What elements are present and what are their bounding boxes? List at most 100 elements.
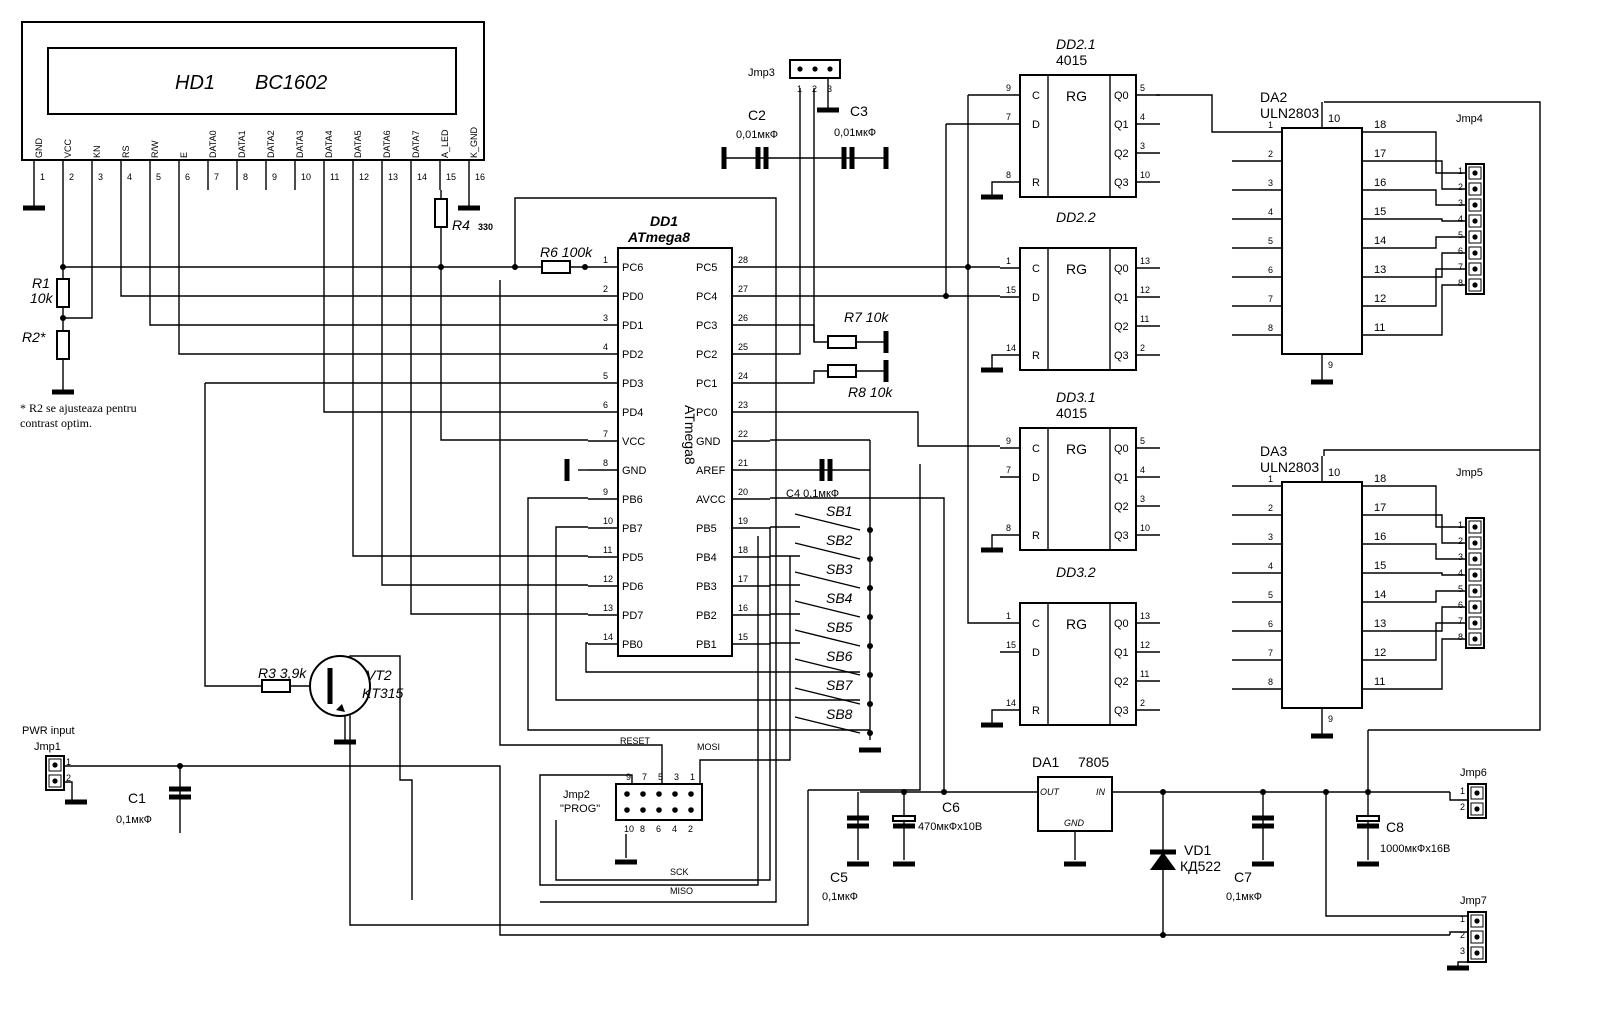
mcu-pin-number: 10 <box>603 516 613 526</box>
capacitor-plate <box>1356 815 1380 822</box>
wire <box>1392 606 1466 632</box>
pin-number: 3 <box>1458 198 1463 208</box>
header-pin <box>1468 262 1482 276</box>
capacitor-plate <box>892 815 916 822</box>
register-pin-q: Q0 <box>1114 618 1129 630</box>
wire <box>770 88 801 355</box>
regulator-ref: DA1 <box>1032 754 1059 770</box>
lcd-pin-number: 15 <box>446 172 456 182</box>
register-pin-q: Q1 <box>1114 472 1129 484</box>
mcu-pin-name: PD1 <box>622 320 643 332</box>
mcu-pin-number: 15 <box>738 632 748 642</box>
register-pin-number: 4 <box>1140 112 1145 122</box>
r1-value: 10k <box>30 290 54 306</box>
r8-label: R8 10k <box>848 384 893 400</box>
diode-model: КД522 <box>1180 858 1221 874</box>
wire <box>555 526 860 701</box>
lcd-pin-label: DATA1 <box>237 130 247 158</box>
jmp2-miso: MISO <box>670 886 693 896</box>
uln-ref: DA2 <box>1260 89 1287 105</box>
junction-dot <box>867 614 873 620</box>
wire <box>514 197 777 498</box>
register-pin-number: 15 <box>1006 285 1016 295</box>
uln-pin-number: 17 <box>1374 502 1386 514</box>
atmega8-chip: DD1ATmega8ATmega81PC62PD03PD14PD25PD36PD… <box>588 213 770 657</box>
pin-number: 1 <box>1458 520 1463 530</box>
pin-number: 5 <box>1458 584 1463 594</box>
wire <box>499 280 663 784</box>
uln-pin-number: 1 <box>1268 120 1273 130</box>
c7-label: C7 <box>1234 869 1252 885</box>
mcu-pin-name: PD6 <box>622 581 643 593</box>
header-pin-dot <box>1472 266 1478 272</box>
mcu-pin-name: PD3 <box>622 378 643 390</box>
register-ref: DD2.2 <box>1056 209 1096 225</box>
pin-number: 2 <box>1458 182 1463 192</box>
pushbutton: SB7 <box>794 677 873 707</box>
mcu-pin-number: 1 <box>603 255 608 265</box>
jumper-name: Jmp5 <box>1456 467 1483 479</box>
register-pin-q: Q3 <box>1114 705 1129 717</box>
pin-number: 7 <box>642 772 647 782</box>
uln-pin-number: 13 <box>1374 264 1386 276</box>
pin-number: 4 <box>672 824 677 834</box>
header-pin-dot <box>1472 604 1478 610</box>
header-pin <box>1468 246 1482 260</box>
uln-pin-number: 18 <box>1374 119 1386 131</box>
wire <box>1325 792 1468 917</box>
register-body <box>1019 427 1137 551</box>
header-pin <box>1470 914 1484 928</box>
c8-value: 1000мкФх16В <box>1380 843 1450 855</box>
mcu-pin-number: 27 <box>738 284 748 294</box>
wire <box>1392 236 1466 249</box>
register-pin-d: D <box>1032 292 1040 304</box>
lcd-pin-number: 11 <box>330 172 339 182</box>
mcu-pin-name: PB1 <box>696 639 717 651</box>
register-pin-number: 12 <box>1140 285 1150 295</box>
register-pin-number: 3 <box>1140 141 1145 151</box>
wire <box>1449 931 1468 935</box>
header-pin <box>1468 182 1482 196</box>
header-pin-dot <box>688 791 694 797</box>
register-pin-d: D <box>1032 647 1040 659</box>
transistor-model: KT315 <box>362 685 403 701</box>
lcd-pin-label: K_GND <box>469 126 479 158</box>
junction-dot <box>177 763 183 769</box>
mcu-ref: DD1 <box>650 213 678 229</box>
jmp2-sck: SCK <box>670 867 689 877</box>
mcu-pin-name: GND <box>696 436 721 448</box>
wire <box>527 497 870 731</box>
uln-model: ULN2803 <box>1260 459 1319 475</box>
register-pin-q: Q2 <box>1114 148 1129 160</box>
register-pin-number: 8 <box>1006 170 1011 180</box>
c6-value: 470мкФх10В <box>918 821 982 833</box>
junction-dot <box>582 264 588 270</box>
pin-number: 6 <box>1458 600 1463 610</box>
register-pin-number: 2 <box>1140 698 1145 708</box>
c2-value: 0,01мкФ <box>736 129 778 141</box>
header-pin-dot <box>1472 572 1478 578</box>
pwr-input-title: PWR input <box>22 725 75 737</box>
register-pin-number: 13 <box>1140 256 1150 266</box>
register-body <box>1019 247 1137 371</box>
header-pin <box>1468 198 1482 212</box>
register-pin-number: 14 <box>1006 343 1016 353</box>
register-pin-number: 13 <box>1140 611 1150 621</box>
header-pin <box>1468 552 1482 566</box>
pin-number: 1 <box>690 772 695 782</box>
register-pin-number: 3 <box>1140 494 1145 504</box>
wire <box>991 534 1000 548</box>
uln-pin-number: 11 <box>1374 322 1385 334</box>
lcd-pin-label: KN <box>92 145 102 158</box>
mcu-pin-name: VCC <box>622 436 645 448</box>
header-pin <box>1468 600 1482 614</box>
lcd-pin-number: 3 <box>98 172 103 182</box>
c3-label: C3 <box>850 103 868 119</box>
register-pin-q: Q2 <box>1114 676 1129 688</box>
lcd-pin-number: 10 <box>301 172 311 182</box>
register-body <box>1019 74 1137 198</box>
register-body <box>1019 602 1137 726</box>
header-pin <box>1468 536 1482 550</box>
